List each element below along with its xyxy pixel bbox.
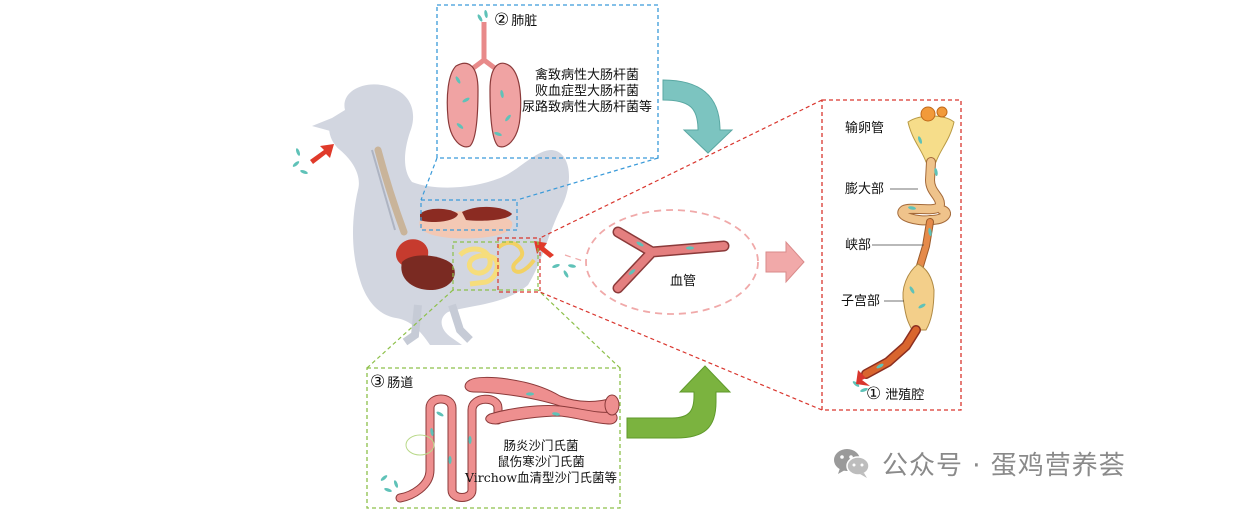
- cloaca-arrow: [856, 370, 870, 386]
- lung-connector-right: [516, 157, 659, 201]
- cloaca-label-text: 泄殖腔: [885, 388, 925, 403]
- lung-panel-title-text: 肺脏: [511, 14, 538, 29]
- hen-throat-line: [371, 149, 396, 231]
- oviduct-panel-box: [821, 99, 962, 411]
- oviduct-drawing: [851, 106, 955, 393]
- hen-leg-right: [448, 303, 473, 343]
- vagina-fill: [862, 326, 920, 378]
- blood-vessel-label: 血管: [670, 274, 697, 289]
- intestine-drawing: [379, 376, 620, 503]
- intestine-bacteria-1: 肠炎沙门氏菌: [503, 438, 579, 453]
- wechat-icon: [834, 449, 870, 478]
- gizzard: [401, 255, 455, 290]
- cloaca-end: [604, 394, 620, 416]
- lungs-dark: [420, 208, 458, 222]
- lung-panel-number: ②: [494, 10, 510, 30]
- oviduct-part-isthmus: 峡部: [845, 238, 872, 253]
- bacteria-near-head: [291, 147, 309, 175]
- arrow-vessel-to-oviduct: [765, 240, 805, 284]
- intestine-panel-number: ③: [370, 372, 386, 392]
- hen-leg-left: [402, 304, 422, 346]
- oviduct-connector-top: [539, 99, 823, 239]
- intestine-zoom-region: [452, 241, 539, 291]
- esophagus: [374, 146, 408, 236]
- arrow-lung-to-oviduct: [662, 79, 734, 154]
- oviduct-part-uterus: 子宫部: [841, 294, 881, 309]
- oviduct-zoom-region: [497, 237, 541, 293]
- ovary-follicle-small: [936, 106, 948, 118]
- blood-vessel-oval: [585, 209, 759, 315]
- lungs-drawing: [446, 9, 522, 148]
- lung-bacteria-3: 尿路致病性大肠杆菌等: [521, 100, 652, 115]
- lung-right: [489, 62, 522, 148]
- hen-beak: [312, 118, 334, 132]
- intestine-panel-title-text: 肠道: [387, 376, 414, 391]
- lung-left: [446, 62, 479, 148]
- cloaca-number: ①: [866, 384, 882, 404]
- oviduct-connector-bottom: [539, 291, 823, 411]
- intestine-bacteria-2: 鼠伤寒沙门氏菌: [497, 454, 585, 469]
- intestine-highlight: [405, 434, 435, 456]
- ovary-follicle-large: [920, 106, 936, 122]
- watermark: 公众号 · 蛋鸡营养荟: [832, 446, 1126, 481]
- oviduct-part-magnum: 膨大部: [845, 182, 885, 197]
- arrow-intestine-to-oviduct: [626, 365, 732, 439]
- inner-oviduct: [496, 240, 536, 274]
- lungs-dark-2: [462, 206, 512, 221]
- ceca-lower: [485, 405, 618, 425]
- vessel-to-vent-dashed: [564, 254, 587, 263]
- lung-bacteria-2: 败血症型大肠杆菌: [534, 84, 639, 99]
- intestine-bacteria-list: 肠炎沙门氏菌 鼠伤寒沙门氏菌 Virchow血清型沙门氏菌等: [462, 438, 620, 486]
- watermark-text: 公众号 · 蛋鸡营养荟: [882, 450, 1126, 481]
- uterus: [902, 263, 935, 331]
- lung-panel-box: [436, 4, 659, 159]
- infundibulum: [907, 115, 955, 163]
- inner-intestine: [458, 246, 500, 287]
- bacteria-near-vent: [551, 263, 577, 279]
- lung-connector-left: [420, 157, 438, 201]
- infection-arrow-vent: [534, 241, 554, 258]
- oviduct-panel-title: 输卵管: [845, 121, 885, 136]
- internal-organs: [396, 206, 536, 290]
- lung-bacteria-1: 禽致病性大肠杆菌: [534, 68, 639, 83]
- blood-vessel-drawing: [612, 226, 730, 294]
- magnum-coil-fill: [898, 158, 950, 225]
- infection-arrow-head: [310, 144, 334, 164]
- intestine-connector-right: [537, 289, 621, 369]
- lung-bacteria-list: 禽致病性大肠杆菌 败血症型大肠杆菌 尿路致病性大肠杆菌等: [521, 68, 653, 116]
- intestine-tube-fill: [396, 395, 502, 502]
- intestine-connector-left: [366, 289, 454, 369]
- intestine-panel-box: [366, 367, 621, 509]
- intestine-bacteria-3: Virchow血清型沙门氏菌等: [464, 470, 618, 485]
